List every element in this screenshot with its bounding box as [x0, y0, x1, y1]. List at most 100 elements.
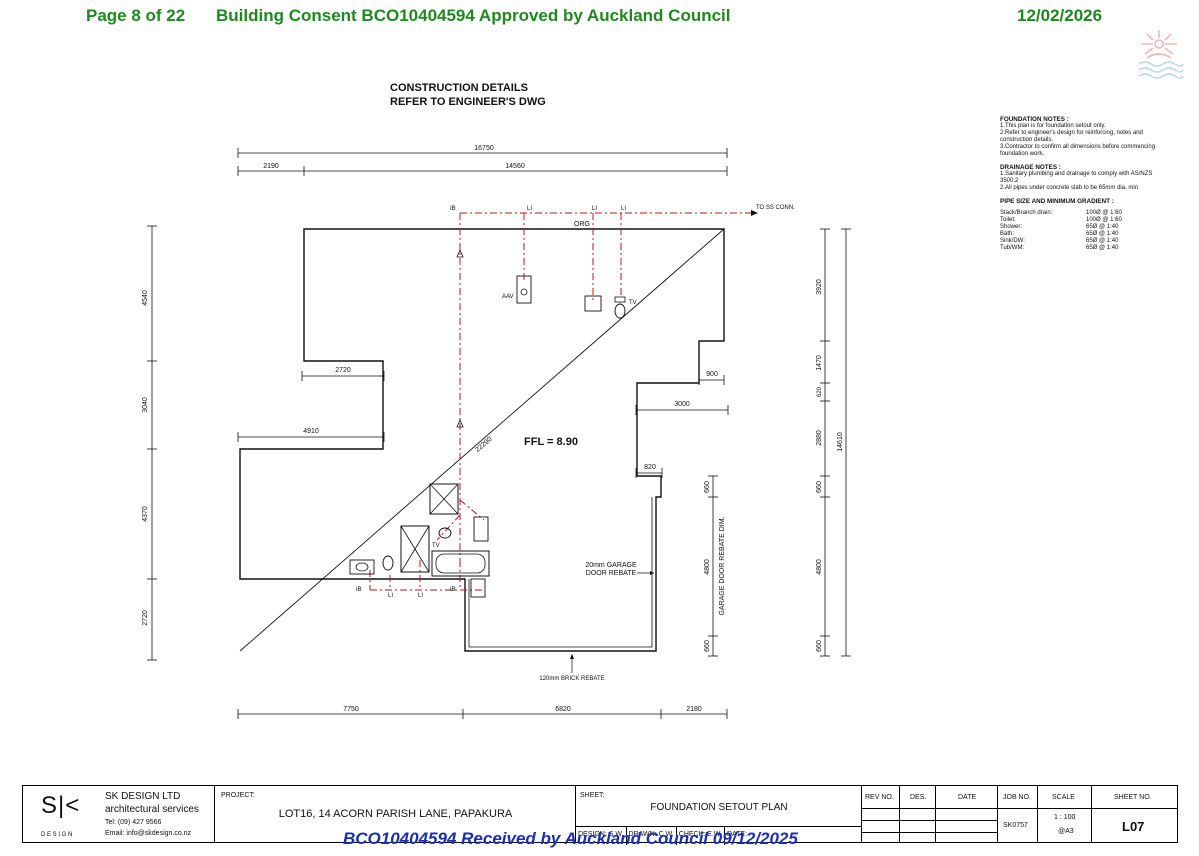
- diagonal-check-line: [239, 228, 725, 652]
- shower-fixture: [400, 525, 430, 573]
- consent-title: Building Consent BCO10404594 Approved by…: [216, 6, 731, 25]
- company-email: Email: info@skdesign.co.nz: [105, 830, 192, 837]
- dim-label: 2720: [142, 610, 149, 626]
- ib-label: IB: [356, 587, 362, 593]
- scale-cell: SCALE 1 : 100 @A3: [1038, 786, 1092, 842]
- rev-no-column: REV NO.: [862, 786, 900, 842]
- drawn-field: DRAWN: C.W.: [627, 827, 677, 845]
- scale-value: 1 : 100: [1054, 814, 1076, 821]
- dim-label: 620: [817, 386, 823, 397]
- dim-label: 7750: [343, 706, 359, 713]
- dim-label: 4800: [816, 559, 823, 575]
- arrow-icon: [751, 210, 758, 216]
- dim-label: 4910: [303, 428, 319, 435]
- gradient-row: Bath:65Ø @ 1:40: [1000, 231, 1119, 237]
- bottom-dimensions: [237, 709, 728, 719]
- scale-sheet-size: @A3: [1058, 828, 1074, 835]
- left-dimensions: [147, 225, 157, 661]
- sheet-label: SHEET:: [580, 792, 605, 799]
- logo-design-text: D E S I G N: [41, 832, 73, 838]
- sign-off-row: DESIGN: S.W. DRAWN: C.W. CHECK: E.W. DAT…: [576, 826, 862, 845]
- dim-label: 2720: [335, 367, 351, 374]
- dim-label: 4370: [142, 506, 149, 522]
- sink-fixture: [584, 295, 602, 312]
- dim-label: 2180: [686, 706, 702, 713]
- laundry-fixture: [470, 578, 486, 598]
- drainage-note: 2.All pipes under concrete slab to be 65…: [1000, 185, 1139, 191]
- toilet-cistern: [614, 296, 626, 303]
- brick-rebate-note: 120mm BRICK REBATE: [539, 676, 604, 682]
- check-field: CHECK: E.W.: [677, 827, 725, 845]
- foundation-plan: 16750 2190 14560 4540 3040 4370 2720 272…: [142, 145, 851, 719]
- dim-label: 2190: [263, 163, 279, 170]
- des-column: DES.: [900, 786, 936, 842]
- arrow-icon: [570, 654, 574, 659]
- company-tel: Tel: (09) 427 9566: [105, 819, 162, 826]
- vanity-fixture: [349, 559, 375, 575]
- pipe-size-title: PIPE SIZE AND MINIMUM GRADIENT :: [1000, 198, 1114, 205]
- li-label: LI: [527, 206, 532, 212]
- sheet-no-cell: SHEET NO. L07: [1092, 786, 1177, 842]
- org-label: ORG: [574, 221, 590, 228]
- scale-label: SCALE: [1052, 794, 1075, 801]
- construction-details-note: CONSTRUCTION DETAILS REFER TO ENGINEER'S…: [390, 82, 546, 108]
- page-indicator: Page 8 of 22: [86, 6, 186, 25]
- dim-label: 660: [704, 481, 711, 493]
- slab-outline: [239, 228, 725, 652]
- aav-label: AAV: [502, 294, 514, 300]
- tv-label: TV: [432, 543, 440, 549]
- ss-connection-label: TO SS CONN.: [756, 205, 795, 211]
- design-field: DESIGN: S.W.: [576, 827, 627, 845]
- job-no-label: JOB NO.: [1003, 794, 1032, 801]
- rev-no-header: REV NO.: [865, 794, 894, 801]
- sheet-cell: SHEET: FOUNDATION SETOUT PLAN DESIGN: S.…: [576, 786, 862, 845]
- foundation-notes-title: FOUNDATION NOTES :: [1000, 116, 1069, 123]
- drainage-note: 1.Sanitary plumbing and drainage to comp…: [1000, 171, 1153, 184]
- dim-label: 14560: [505, 163, 525, 170]
- dim-label: 2880: [816, 430, 823, 446]
- li-label: LI: [592, 206, 597, 212]
- drain-icon: [520, 288, 528, 296]
- gradient-row: Sink/DW:65Ø @ 1:40: [1000, 238, 1119, 244]
- dim-label: 900: [706, 371, 718, 378]
- sheet-title: FOUNDATION SETOUT PLAN: [650, 802, 788, 813]
- foundation-note: 1.This plan is for foundation setout onl…: [1000, 123, 1106, 129]
- dim-label: 660: [704, 640, 711, 652]
- dim-label: 820: [644, 464, 656, 471]
- title-block: S|< D E S I G N SK DESIGN LTD architectu…: [22, 785, 1178, 845]
- dim-label: 14610: [837, 432, 844, 452]
- header-date: 12/02/2026: [1017, 6, 1103, 25]
- shower-fixture: [429, 483, 459, 515]
- dim-label: 6820: [555, 706, 571, 713]
- company-name: SK DESIGN LTD: [105, 791, 181, 802]
- company-cell: S|< D E S I G N SK DESIGN LTD architectu…: [23, 786, 215, 842]
- date-header: DATE: [958, 794, 977, 801]
- foundation-note: 3.Contractor to confirm all dimensions b…: [1000, 144, 1156, 157]
- project-cell: PROJECT: LOT16, 14 ACORN PARISH LANE, PA…: [215, 786, 576, 842]
- job-no-value: SK0757: [1003, 822, 1028, 829]
- des-header: DES.: [910, 794, 927, 801]
- right-dimensions: [708, 228, 851, 657]
- gradient-row: Toilet:100Ø @ 1:60: [1000, 217, 1122, 223]
- council-logo-icon: [1138, 30, 1184, 79]
- li-label: LI: [388, 593, 393, 599]
- sk-logo: S|<: [41, 792, 81, 819]
- bath-fixture: [431, 550, 490, 577]
- drainage-lines: [369, 212, 758, 591]
- dim-label: 4800: [704, 559, 711, 575]
- flow-arrow-icon: [456, 248, 464, 258]
- garage-rebate-note: 20mm GARAGE: [585, 562, 637, 569]
- dim-label: 4540: [142, 290, 149, 306]
- ffl-label: FFL = 8.90: [524, 436, 578, 448]
- sheet-no-label: SHEET NO.: [1114, 794, 1152, 801]
- li-label: LI: [418, 593, 423, 599]
- received-stamp: BCO10404594 Received by Auckland Council…: [343, 829, 798, 848]
- dim-label: 3000: [674, 401, 690, 408]
- project-name: LOT16, 14 ACORN PARISH LANE, PAPAKURA: [278, 808, 513, 820]
- sheet-no-value: L07: [1122, 819, 1145, 834]
- project-label: PROJECT:: [221, 792, 255, 799]
- toilet-fixture: [382, 555, 394, 571]
- foundation-note: 2.Refer to engineer's design for reinfor…: [1000, 130, 1143, 143]
- vanity-fixture: [473, 516, 489, 542]
- gradient-table: Stack/Branch drain:100Ø @ 1:60 Toilet:10…: [1000, 210, 1160, 252]
